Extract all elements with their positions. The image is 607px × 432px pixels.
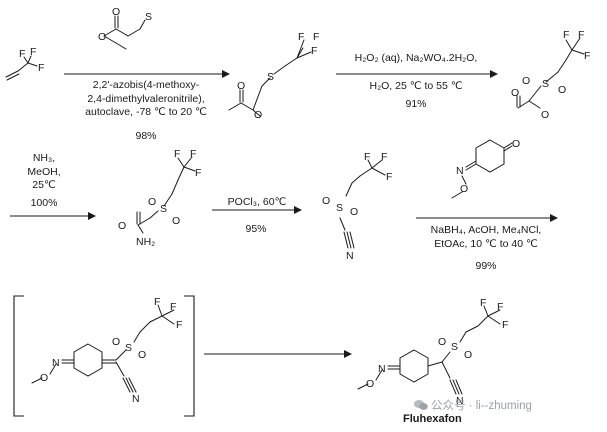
molecule-trifluoropropene: F F F bbox=[5, 46, 44, 81]
atom-s: S bbox=[542, 78, 549, 90]
atom-o: O bbox=[522, 75, 530, 87]
atom-f: F bbox=[480, 297, 486, 309]
atom-o: O bbox=[438, 336, 446, 348]
atom-o: O bbox=[40, 372, 48, 384]
step2-yield: 91% bbox=[405, 98, 427, 110]
bracket-right bbox=[184, 295, 195, 417]
arrow-head bbox=[550, 214, 558, 222]
atom-o: O bbox=[322, 195, 330, 207]
atom-o: O bbox=[118, 220, 126, 232]
atom-o: O bbox=[511, 87, 519, 99]
atom-n: N bbox=[132, 393, 140, 405]
atom-o: O bbox=[172, 215, 180, 227]
arrow-head bbox=[490, 70, 498, 78]
atom-n: N bbox=[346, 250, 354, 262]
atom-f: F bbox=[578, 29, 584, 41]
atom-n: N bbox=[456, 395, 464, 407]
atom-f: F bbox=[19, 48, 25, 60]
atom-o: O bbox=[112, 336, 120, 348]
atom-f: F bbox=[154, 296, 160, 308]
atom-o: O bbox=[138, 349, 146, 361]
atom-f: F bbox=[298, 31, 304, 43]
arrow-head bbox=[222, 70, 230, 78]
atom-f: F bbox=[30, 46, 36, 58]
molecule-sulfonyl-acetonitrile: S O O N F F F bbox=[322, 151, 392, 262]
step2-conditions: H₂O₂ (aq), Na₂WO₄.2H₂O, bbox=[354, 52, 478, 64]
step3-conditions: NH₃, MeOH, 25℃ bbox=[27, 152, 61, 191]
atom-f: F bbox=[313, 31, 319, 43]
atom-o: O bbox=[254, 109, 262, 121]
atom-f: F bbox=[364, 151, 370, 163]
atom-o: O bbox=[98, 31, 106, 43]
atom-nh2: NH₂ bbox=[136, 236, 155, 248]
atom-o: O bbox=[366, 378, 374, 390]
atom-f: F bbox=[584, 50, 590, 62]
atom-o: O bbox=[512, 138, 520, 150]
atom-o: O bbox=[541, 109, 549, 121]
atom-f: F bbox=[190, 148, 196, 160]
atom-o: O bbox=[464, 349, 472, 361]
atom-f: F bbox=[176, 319, 182, 331]
atom-s: S bbox=[160, 203, 167, 215]
atom-f: F bbox=[38, 62, 44, 74]
atom-f: F bbox=[311, 45, 317, 57]
molecule-sulfide-ester: S O O F F F bbox=[228, 31, 319, 121]
atom-o: O bbox=[112, 6, 120, 18]
atom-s: S bbox=[125, 342, 132, 354]
atom-o: O bbox=[148, 196, 156, 208]
step5-conditions: NaBH₄, AcOH, Me₄NCl, EtOAc, 10 ℃ to 40 ℃ bbox=[430, 224, 542, 250]
molecule-sulfonyl-acetamide: S O O O NH₂ F F F bbox=[118, 148, 201, 248]
step2-conditions-line2: H₂O, 25 ℃ to 55 ℃ bbox=[369, 80, 463, 92]
step1-conditions: 2,2'-azobis(4-methoxy- 2,4-dimethylvaler… bbox=[85, 79, 207, 118]
watermark: 公众号 · li--zhuming bbox=[414, 397, 532, 413]
molecule-sulfone-ester: S O O O O F F F bbox=[511, 29, 590, 121]
atom-f: F bbox=[195, 167, 201, 179]
bracket-left bbox=[13, 295, 24, 417]
atom-f: F bbox=[386, 171, 392, 183]
atom-n: N bbox=[456, 165, 464, 177]
atom-o: O bbox=[460, 183, 468, 195]
atom-f: F bbox=[502, 319, 508, 331]
step4-yield: 95% bbox=[245, 223, 267, 235]
atom-f: F bbox=[381, 151, 387, 163]
step4-conditions: POCl₃, 60℃ bbox=[227, 196, 287, 208]
molecule-fluhexafon: S O O N O N F F F bbox=[357, 297, 508, 407]
step3-yield: 100% bbox=[30, 197, 58, 209]
step1-yield: 98% bbox=[135, 130, 157, 142]
arrow-head bbox=[344, 350, 352, 358]
arrow-head bbox=[294, 206, 302, 214]
atom-s: S bbox=[267, 71, 274, 83]
arrow-head bbox=[88, 212, 96, 220]
step5-yield: 99% bbox=[475, 260, 497, 272]
atom-n: N bbox=[52, 357, 60, 369]
atom-o: O bbox=[350, 206, 358, 218]
atom-n: N bbox=[378, 363, 386, 375]
atom-s: S bbox=[145, 11, 152, 23]
watermark-text: 公众号 · li--zhuming bbox=[431, 400, 532, 412]
atom-o: O bbox=[558, 84, 566, 96]
molecule-ylidene-intermediate: S O O N O N F F F bbox=[31, 296, 182, 405]
atom-f: F bbox=[563, 29, 569, 41]
molecule-methoxyimino-cyclohexanone: O N O bbox=[451, 138, 520, 199]
molecule-methyl-thioglycolate: O S O bbox=[98, 6, 152, 50]
atom-s: S bbox=[451, 341, 458, 353]
atom-o: O bbox=[237, 80, 245, 92]
atom-f: F bbox=[170, 301, 176, 313]
atom-s: S bbox=[336, 202, 343, 214]
atom-f: F bbox=[497, 301, 503, 313]
wechat-icon bbox=[414, 400, 428, 410]
atom-f: F bbox=[174, 148, 180, 160]
product-name-label: Fluhexafon bbox=[403, 413, 462, 425]
